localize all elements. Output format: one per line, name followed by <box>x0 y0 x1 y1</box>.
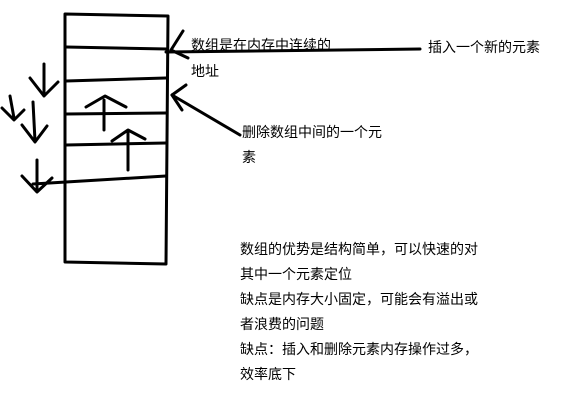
shift-down-arrow-1 <box>28 62 60 98</box>
cell-divider-5 <box>31 174 168 186</box>
contiguous-label-line2: 地址 <box>191 64 219 80</box>
cell-divider-1 <box>64 45 169 51</box>
contiguous-arrow-head <box>169 29 190 60</box>
delete-label-line2: 素 <box>242 150 256 166</box>
insert-label: 插入一个新的元素 <box>428 40 540 56</box>
cell-divider-4 <box>64 141 168 147</box>
note-line: 其中一个元素定位 <box>240 267 352 283</box>
cell-divider-2 <box>64 76 168 83</box>
insert-pointer-line <box>164 47 422 54</box>
note-line: 数组的优势是结构简单，可以快速的对 <box>240 242 478 258</box>
note-line: 者浪费的问题 <box>240 317 324 333</box>
shift-down-arrow-3 <box>20 100 49 144</box>
delete-arrow-line <box>170 93 242 137</box>
note-line: 缺点：插入和删除元素内存操作过多， <box>240 342 478 358</box>
shift-up-arrow-2 <box>110 128 147 172</box>
notes-block: 数组的优势是结构简单，可以快速的对 其中一个元素定位 缺点是内存大小固定，可能会… <box>240 238 478 388</box>
contiguous-label-line1: 数组是在内存中连续的 <box>191 38 331 54</box>
array-box <box>63 12 170 266</box>
note-line: 效率底下 <box>240 367 296 383</box>
delete-arrow-head <box>170 83 188 112</box>
delete-label-line1: 删除数组中间的一个元 <box>242 125 382 141</box>
shift-down-arrow-2 <box>0 94 26 122</box>
shift-up-arrow-1 <box>84 94 128 132</box>
shift-down-arrow-4 <box>20 158 54 194</box>
cell-divider-3 <box>64 111 168 116</box>
note-line: 缺点是内存大小固定，可能会有溢出或 <box>240 292 478 308</box>
